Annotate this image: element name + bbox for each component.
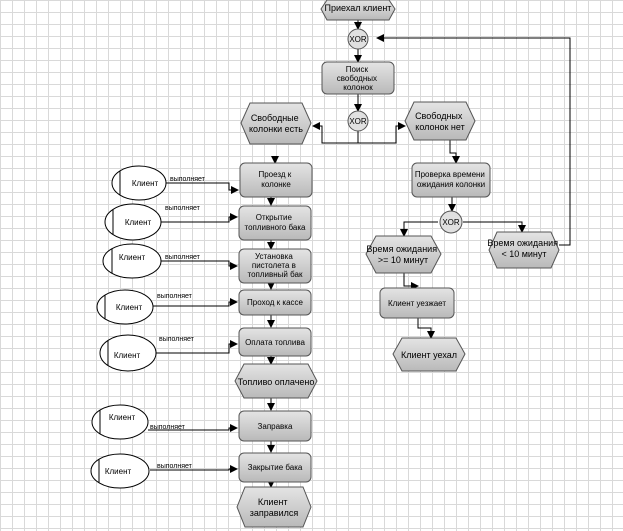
- function-check-wait-time: Проверка времени ожидания колонки: [411, 162, 491, 198]
- role-client-1-label: Клиент: [132, 179, 159, 188]
- event-wait-short-line1: Время ожидания: [487, 238, 558, 248]
- connection-lines: [148, 20, 571, 488]
- role-client-5: Клиент: [99, 334, 157, 372]
- function-close-tank: Закрытие бака: [238, 452, 312, 483]
- xor-connector-middle: XOR: [347, 110, 369, 132]
- event-free-columns-no-line2: колонок нет: [415, 122, 464, 132]
- function-search-columns-line1: Поиск: [346, 65, 369, 74]
- function-drive-to-column-line1: Проезд к: [258, 170, 291, 179]
- event-client-left-label: Клиент уехал: [401, 350, 457, 360]
- performs-label-2: выполняет: [165, 205, 201, 212]
- role-client-1: Клиент: [111, 165, 167, 201]
- svg-text:Открытие топливного бака: Открытие топливного бака: [245, 213, 307, 232]
- function-pay-fuel: Оплата топлива: [238, 327, 312, 357]
- performs-label-4: выполняет: [157, 293, 193, 300]
- function-client-leaves-label: Клиент уезжает: [388, 299, 446, 308]
- performs-label-1: выполняет: [170, 176, 206, 183]
- event-wait-short-line2: < 10 минут: [501, 249, 546, 259]
- event-client-refueled: Клиент заправился: [236, 486, 312, 528]
- function-search-columns-line3: колонок: [343, 83, 373, 92]
- function-open-tank-line1: Открытие: [256, 213, 293, 222]
- performs-label-6: выполняет: [150, 424, 186, 431]
- role-client-5-label: Клиент: [114, 351, 141, 360]
- function-install-nozzle-line1: Установка: [255, 252, 293, 261]
- function-go-to-cashier: Проход к кассе: [238, 289, 312, 316]
- event-client-left: Клиент уехал: [392, 337, 466, 372]
- event-fuel-paid: Топливо оплачено: [234, 363, 318, 399]
- function-pay-fuel-label: Оплата топлива: [245, 338, 305, 347]
- role-client-4: Клиент: [96, 289, 154, 325]
- xor-connector-top-label: XOR: [349, 35, 367, 44]
- event-client-arrived: Приехал клиент: [320, 0, 396, 21]
- function-refuel-label: Заправка: [258, 422, 293, 431]
- event-wait-long: Время ожидания >= 10 минут: [365, 235, 442, 274]
- event-free-columns-no: Свободных колонок нет: [404, 101, 476, 141]
- function-go-to-cashier-label: Проход к кассе: [247, 298, 303, 307]
- performs-labels: выполняет выполняет выполняет выполняет …: [150, 176, 206, 470]
- role-client-2: Клиент: [104, 203, 162, 241]
- function-check-wait-time-line1: Проверка времени: [415, 170, 485, 179]
- event-fuel-paid-label: Топливо оплачено: [238, 377, 315, 387]
- function-open-tank: Открытие топливного бака: [238, 205, 312, 241]
- xor-connector-right-label: XOR: [442, 218, 460, 227]
- event-client-refueled-line2: заправился: [250, 508, 299, 518]
- role-client-3: Клиент: [102, 243, 162, 279]
- role-client-6-label: Клиент: [109, 413, 136, 422]
- svg-text:Проверка времени ожидани: Проверка времени ожидания колонки: [415, 170, 487, 189]
- role-client-4-label: Клиент: [116, 303, 143, 312]
- svg-text:Проезд к колонке: Проезд к колонке: [258, 170, 293, 189]
- xor-connector-right: XOR: [439, 210, 463, 234]
- event-free-columns-no-line1: Свободных: [415, 111, 463, 121]
- function-client-leaves: Клиент уезжает: [379, 287, 455, 319]
- xor-connector-middle-label: XOR: [349, 117, 367, 126]
- function-check-wait-time-line2: ожидания колонки: [417, 180, 485, 189]
- function-search-columns: Поиск свободных колонок: [321, 61, 395, 95]
- event-free-columns-yes: Свободные колонки есть: [240, 102, 312, 145]
- performs-label-7: выполняет: [157, 463, 193, 470]
- role-client-7: Клиент: [90, 453, 150, 489]
- function-open-tank-line2: топливного бака: [245, 223, 307, 232]
- function-refuel: Заправка: [238, 410, 312, 442]
- performs-label-5: выполняет: [159, 336, 195, 343]
- function-drive-to-column: Проезд к колонке: [239, 162, 313, 198]
- event-client-refueled-line1: Клиент: [258, 497, 288, 507]
- event-wait-long-line1: Время ожидания: [366, 244, 437, 254]
- function-search-columns-line2: свободных: [337, 74, 377, 83]
- event-free-columns-yes-line2: колонки есть: [249, 124, 303, 134]
- event-free-columns-yes-line1: Свободные: [251, 113, 299, 123]
- svg-text:Свободных колонок нет: Свободных колонок нет: [415, 111, 465, 132]
- svg-text:Клиент заправился: Клиент заправился: [250, 497, 299, 518]
- svg-text:Свободные колонки есть: Свободные колонки есть: [249, 113, 303, 134]
- function-install-nozzle-line3: топливный бак: [248, 270, 303, 279]
- role-client-6: Клиент: [91, 404, 149, 440]
- svg-text:Время ожидания < 10 мину: Время ожидания < 10 минут: [487, 238, 560, 259]
- svg-text:Время ожидания >= 10 мин: Время ожидания >= 10 минут: [366, 244, 439, 265]
- svg-text:Поиск свободных ко: Поиск свободных колонок: [337, 65, 380, 92]
- role-client-2-label: Клиент: [125, 218, 152, 227]
- role-client-3-label: Клиент: [119, 253, 146, 262]
- function-install-nozzle: Установка пистолета в топливный бак: [238, 248, 312, 284]
- function-drive-to-column-line2: колонке: [261, 180, 291, 189]
- event-wait-short: Время ожидания < 10 минут: [487, 231, 560, 269]
- performs-label-3: выполняет: [165, 254, 201, 261]
- role-client-7-label: Клиент: [105, 467, 132, 476]
- event-client-arrived-label: Приехал клиент: [325, 3, 392, 13]
- function-close-tank-label: Закрытие бака: [248, 463, 303, 472]
- xor-connector-top: XOR: [347, 28, 369, 50]
- svg-text:Установка пистолета в: Установка пистолета в топливный бак: [248, 252, 303, 279]
- function-install-nozzle-line2: пистолета в: [252, 261, 296, 270]
- event-wait-long-line2: >= 10 минут: [378, 255, 428, 265]
